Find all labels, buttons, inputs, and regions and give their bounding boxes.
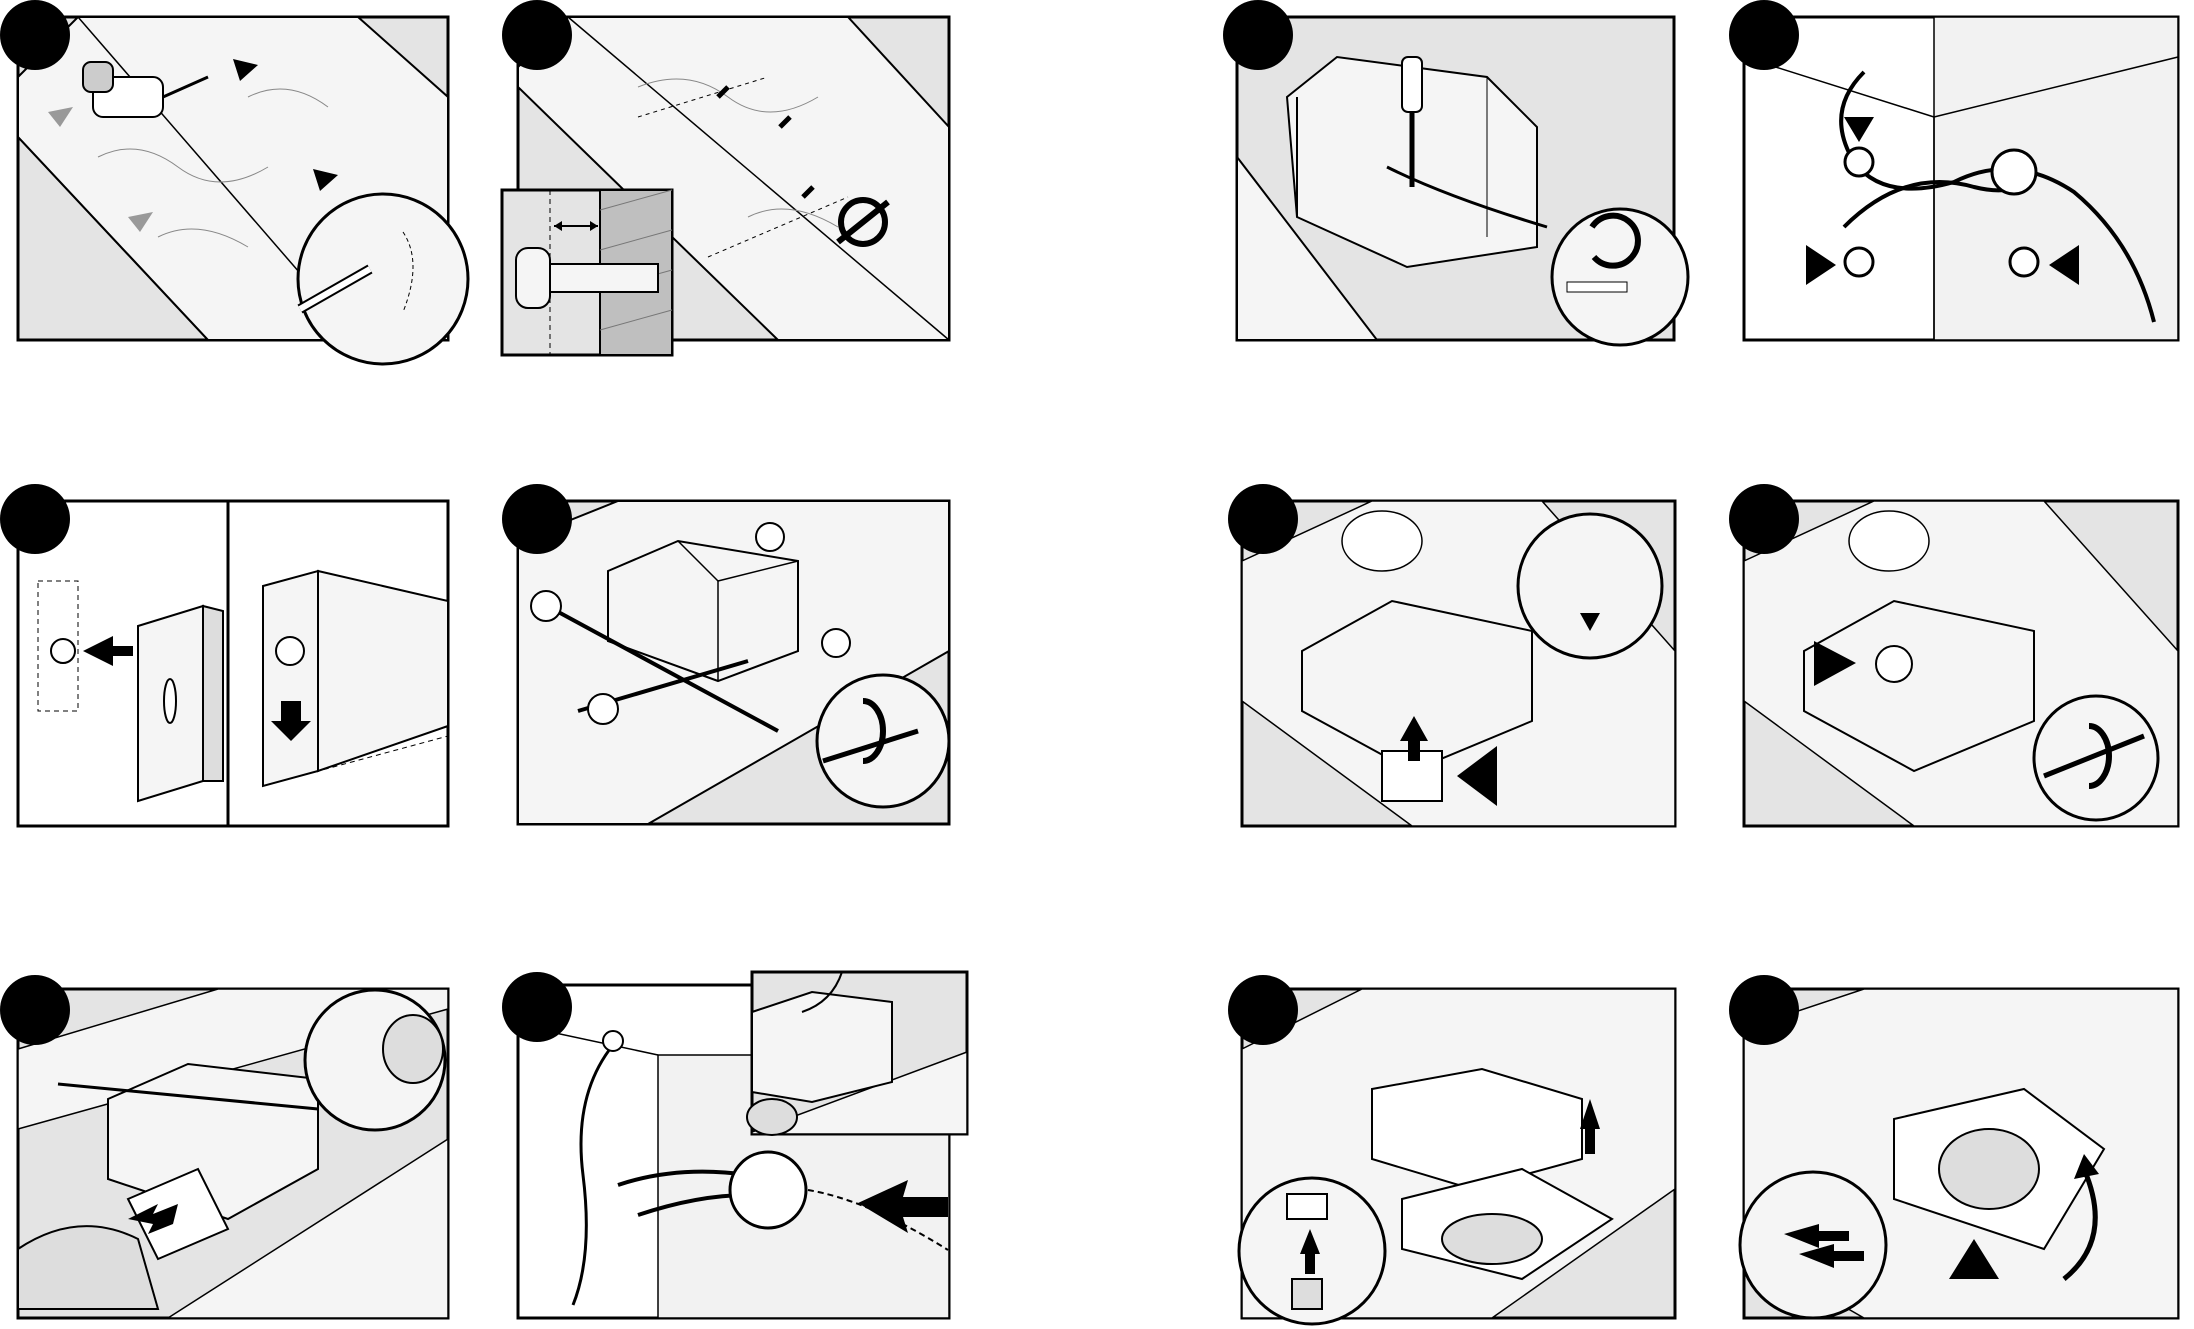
panel-3 xyxy=(1237,17,1674,340)
panel-4 xyxy=(1744,17,2178,340)
screw-depth-detail xyxy=(502,190,672,355)
step-badge-5 xyxy=(0,484,70,554)
panel-2-inset xyxy=(502,190,672,355)
step-badge-8 xyxy=(1729,484,1799,554)
panel-12-illustration xyxy=(1744,989,2178,1318)
step-badge-2 xyxy=(502,0,572,70)
step-badge-10 xyxy=(502,972,572,1042)
step-badge-12 xyxy=(1729,975,1799,1045)
step-badge-7 xyxy=(1228,484,1298,554)
flex-duct xyxy=(18,1226,158,1309)
connector xyxy=(730,1152,806,1228)
step-badge-4 xyxy=(1729,0,1799,70)
step-badge-3 xyxy=(1223,0,1293,70)
panel-1-illustration xyxy=(18,17,448,340)
connector-inset-detail xyxy=(752,972,967,1134)
step-badge-6 xyxy=(502,484,572,554)
panel-9 xyxy=(18,989,448,1318)
detail-magnifier xyxy=(298,194,468,364)
detail-magnifier xyxy=(1552,209,1688,345)
panel-7 xyxy=(1242,501,1675,826)
panel-5 xyxy=(18,501,448,826)
step-badge-1 xyxy=(0,0,70,70)
panel-8-illustration xyxy=(1744,501,2178,826)
step-badge-11 xyxy=(1228,975,1298,1045)
panel-3-illustration xyxy=(1237,17,1674,340)
panel-5-illustration xyxy=(18,501,448,826)
panel-12 xyxy=(1744,989,2178,1318)
panel-6 xyxy=(518,501,949,824)
panel-1 xyxy=(18,17,448,340)
panel-11-illustration xyxy=(1242,989,1675,1318)
panel-9-illustration xyxy=(18,989,448,1318)
panel-11 xyxy=(1242,989,1675,1318)
detail-magnifier xyxy=(1518,514,1662,658)
panel-6-illustration xyxy=(518,501,949,824)
panel-4-illustration xyxy=(1744,17,2178,340)
panel-7-illustration xyxy=(1242,501,1675,826)
panel-10-inset xyxy=(752,972,967,1134)
step-badge-9 xyxy=(0,975,70,1045)
panel-8 xyxy=(1744,501,2178,826)
detail-magnifier xyxy=(2034,696,2158,820)
